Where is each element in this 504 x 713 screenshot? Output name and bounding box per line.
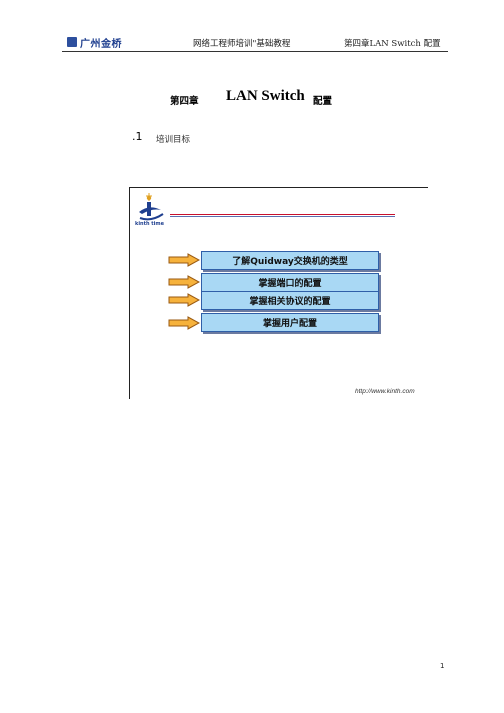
slide-title-rule-blue <box>170 216 395 217</box>
objective-item: 掌握相关协议的配置 <box>201 291 379 310</box>
slide-frame <box>129 187 428 399</box>
chapter-number: 第四章 <box>170 96 199 107</box>
objective-item: 了解Quidway交换机的类型 <box>201 251 379 270</box>
slide-title-rule-red <box>170 214 395 215</box>
objective-item: 掌握端口的配置 <box>201 273 379 292</box>
slide-logo-text: kinth time <box>135 221 164 227</box>
header-chapter-title: 第四章LAN Switch 配置 <box>344 39 441 49</box>
slide-url: http://www.kinth.com <box>355 388 415 395</box>
arrow-icon <box>168 253 200 267</box>
brand-mark-icon <box>67 37 77 47</box>
chapter-suffix: 配置 <box>313 96 333 107</box>
section-number: .1 <box>132 130 143 143</box>
arrow-icon <box>168 316 200 330</box>
header-divider <box>62 51 448 52</box>
objective-item: 掌握用户配置 <box>201 313 379 332</box>
header-logo: 广州金桥 <box>67 36 122 50</box>
section-title: 培训目标 <box>156 135 191 145</box>
arrow-icon <box>168 293 200 307</box>
chapter-title: LAN Switch <box>226 88 305 104</box>
header-course-title: 网络工程师培训"基础教程 <box>193 39 291 49</box>
page-number: 1 <box>440 662 445 670</box>
kinth-logo-icon <box>139 193 164 221</box>
arrow-icon <box>168 275 200 289</box>
header-brand: 广州金桥 <box>80 38 122 50</box>
